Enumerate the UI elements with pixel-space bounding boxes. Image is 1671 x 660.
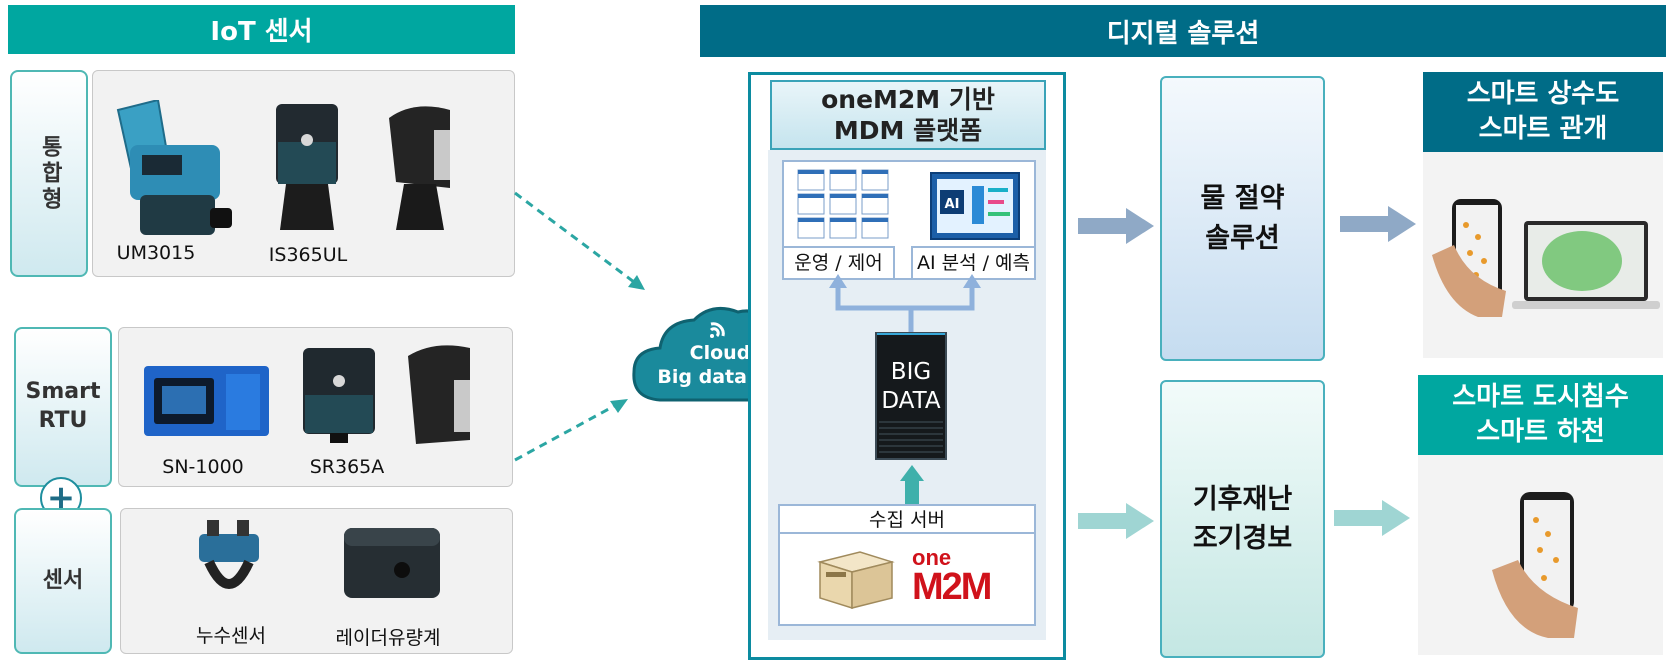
- um3015-device-image: [116, 100, 232, 235]
- arrow-to-smart-water: [1340, 206, 1416, 242]
- sensor-label: 센서: [14, 508, 112, 654]
- digital-solution-header: 디지털 솔루션: [700, 5, 1666, 57]
- bigdata-label: BIG DATA: [881, 359, 941, 414]
- smart-flood-outcome-header: 스마트 도시침수 스마트 하천: [1418, 375, 1663, 455]
- sn1000-caption: SN-1000: [162, 456, 244, 478]
- um3015-caption: UM3015: [116, 242, 196, 264]
- smart-water-devices-image: [1432, 199, 1660, 317]
- integrated-type-label: 통합형: [10, 70, 88, 277]
- climate-disaster-warning-box: 기후재난 조기경보: [1160, 380, 1325, 658]
- smart-water-outcome-header: 스마트 상수도 스마트 관개: [1423, 72, 1663, 152]
- dashed-arrows: [514, 191, 645, 462]
- leak-sensor-caption: 누수센서: [196, 625, 266, 647]
- sr365a-device-image: [303, 348, 375, 443]
- collection-server-label: 수집 서버: [780, 506, 1034, 534]
- integrated-sensor-device-image: [389, 106, 450, 230]
- ai-analysis-label: AI 분석 / 예측: [911, 246, 1034, 278]
- arrow-to-disaster-warning: [1078, 503, 1154, 539]
- platform-connector-arrows: [829, 274, 981, 334]
- bigdata-server-icon: [875, 332, 947, 460]
- operation-dashboard-icon: [797, 169, 889, 239]
- ai-chip-text: AI: [945, 197, 960, 212]
- mdm-platform-title: oneM2M 기반 MDM 플랫폼: [770, 80, 1046, 150]
- is365ul-caption: IS365UL: [268, 244, 348, 266]
- is365ul-device-image: [276, 104, 338, 230]
- arrow-to-smart-flood: [1334, 500, 1410, 536]
- smart-rtu-label: Smart RTU: [14, 327, 112, 487]
- ai-analysis-icon: AI: [930, 172, 1020, 240]
- radar-flowmeter-caption: 레이더유량계: [335, 627, 441, 649]
- smart-flood-phone-image: [1492, 492, 1578, 638]
- server-hardware-icon: [817, 551, 895, 610]
- sn1000-device-image: [144, 366, 269, 436]
- collection-up-arrow: [900, 465, 924, 505]
- rtu-sensor-device-image: [408, 345, 470, 444]
- sensor-devices-panel: [120, 508, 513, 654]
- water-saving-solution-box: 물 절약 솔루션: [1160, 76, 1325, 361]
- onem2m-logo: one M2M: [912, 545, 992, 608]
- arrow-to-water-saving: [1078, 208, 1154, 244]
- operation-control-label: 운영 / 제어: [784, 246, 895, 278]
- leak-sensor-device-image: [199, 520, 259, 589]
- sr365a-caption: SR365A: [309, 456, 385, 478]
- iot-sensor-header: IoT 센서: [8, 5, 515, 54]
- radar-flowmeter-device-image: [344, 528, 440, 598]
